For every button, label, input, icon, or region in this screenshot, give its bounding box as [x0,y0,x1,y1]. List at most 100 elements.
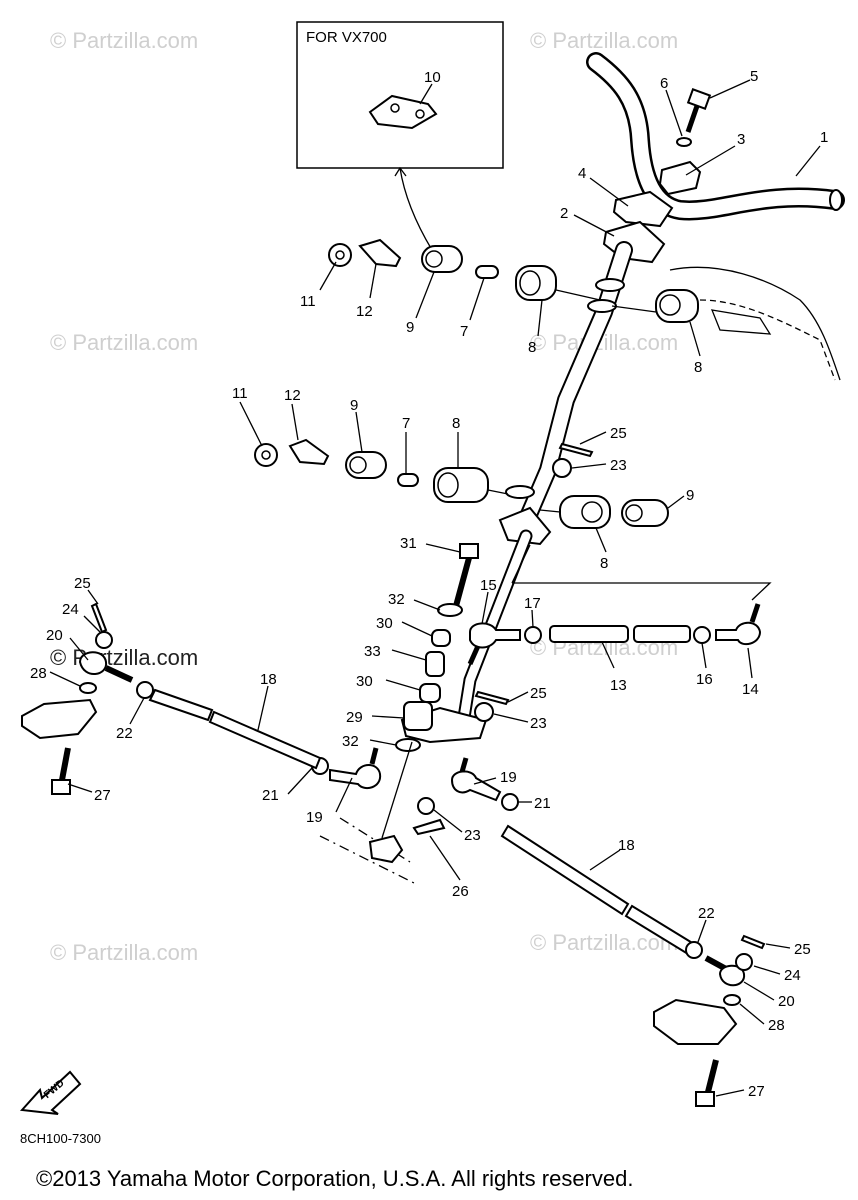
cotter-pin [474,690,510,706]
washer [723,994,741,1006]
callout-label: 18 [618,837,635,854]
nut [693,626,711,644]
callout-label: 3 [737,131,745,148]
watermark: © Partzilla.com [50,645,198,670]
callout-label: 22 [116,725,133,742]
callout-label: 18 [260,671,277,688]
leader-lines [49,79,821,1097]
callout-label: 33 [364,643,381,660]
callout-label: 12 [284,387,301,404]
pin [397,473,419,487]
callout-label: 8 [452,415,460,432]
callout-label: 8 [528,339,536,356]
callout-label: 30 [356,673,373,690]
castle-nut [474,702,494,722]
callout-label: 23 [464,827,481,844]
nut [136,681,154,699]
nut [685,941,703,959]
callout-label: 23 [610,457,627,474]
bushing [425,651,445,677]
callout-label: 28 [768,1017,785,1034]
callout-label: 6 [660,75,668,92]
callout-label: 25 [610,425,627,442]
watermark: © Partzilla.com [50,28,198,53]
callout-label: 32 [342,733,359,750]
castle-nut [552,458,572,478]
tie-rod-end-left [311,747,382,790]
collar [621,499,669,527]
cotter-pin [558,442,594,458]
nut [328,243,352,267]
callout-label: 21 [262,787,279,804]
callout-label: 10 [424,69,441,86]
cotter-pin [740,934,766,950]
cotter-pin [90,602,108,634]
castle-nut [735,953,753,971]
handlebar-holder-upper [658,160,702,196]
nut [254,443,278,467]
inset-plate-part [368,94,438,130]
bolt [685,88,712,133]
lock-plate [288,438,330,466]
washer [79,682,97,694]
callout-label: 30 [376,615,393,632]
callout-label: 27 [748,1083,765,1100]
washer [676,137,692,147]
tie-rod-center [467,603,762,666]
drawing-code: 8CH100-7300 [20,1131,101,1146]
watermark: © Partzilla.com [530,28,678,53]
callout-label: 2 [560,205,568,222]
watermark: © Partzilla.com [530,930,678,955]
castle-nut [95,631,113,649]
callout-label: 11 [300,293,316,310]
callout-label: 19 [500,769,517,786]
callout-label: 8 [600,555,608,572]
cotter-pin [412,818,446,836]
callout-label: 25 [74,575,91,592]
tie-rod-left [136,681,322,770]
callout-label: 17 [524,595,541,612]
collar [419,683,441,703]
steering-relay-arm [403,701,433,731]
handlebar [586,52,845,221]
callout-label: 9 [686,487,694,504]
callout-label: 11 [232,385,248,402]
copyright-notice: ©2013 Yamaha Motor Corporation, U.S.A. A… [36,1166,633,1191]
collar [431,629,451,647]
callout-label: 32 [388,591,405,608]
nut [501,793,519,811]
callout-label: 16 [696,671,713,688]
lock-plate [358,238,402,268]
tie-rod-end-outer-right [653,934,766,1107]
inset-title: FOR VX700 [306,29,387,46]
callout-label: 29 [346,709,363,726]
knuckle-arm [21,698,98,740]
collar [345,451,387,479]
watermark: © Partzilla.com [50,330,198,355]
callout-label: 31 [400,535,417,552]
fwd-arrow-icon: FWD [19,1070,82,1115]
callout-label: 7 [402,415,410,432]
callout-label: 12 [356,303,373,320]
bolt [453,543,479,607]
callout-label: 1 [820,129,828,146]
bushing [515,265,557,301]
nut [524,626,542,644]
callout-labels: 1 2 3 4 5 6 7 8 8 9 10 11 12 11 12 9 7 8… [30,68,828,1100]
callout-label: 21 [534,795,551,812]
callout-label: 4 [578,165,586,182]
callout-label: 20 [46,627,63,644]
bushing-set-lower [254,438,669,529]
pin [475,265,499,279]
callout-label: 15 [480,577,497,594]
callout-label: 25 [794,941,811,958]
washer [437,603,463,617]
collar [421,245,463,273]
callout-label: 20 [778,993,795,1010]
callout-label: 25 [530,685,547,702]
bushing [559,495,611,529]
inset-box: FOR VX700 [296,21,504,251]
watermark: © Partzilla.com [50,940,198,965]
callout-label: 23 [530,715,547,732]
